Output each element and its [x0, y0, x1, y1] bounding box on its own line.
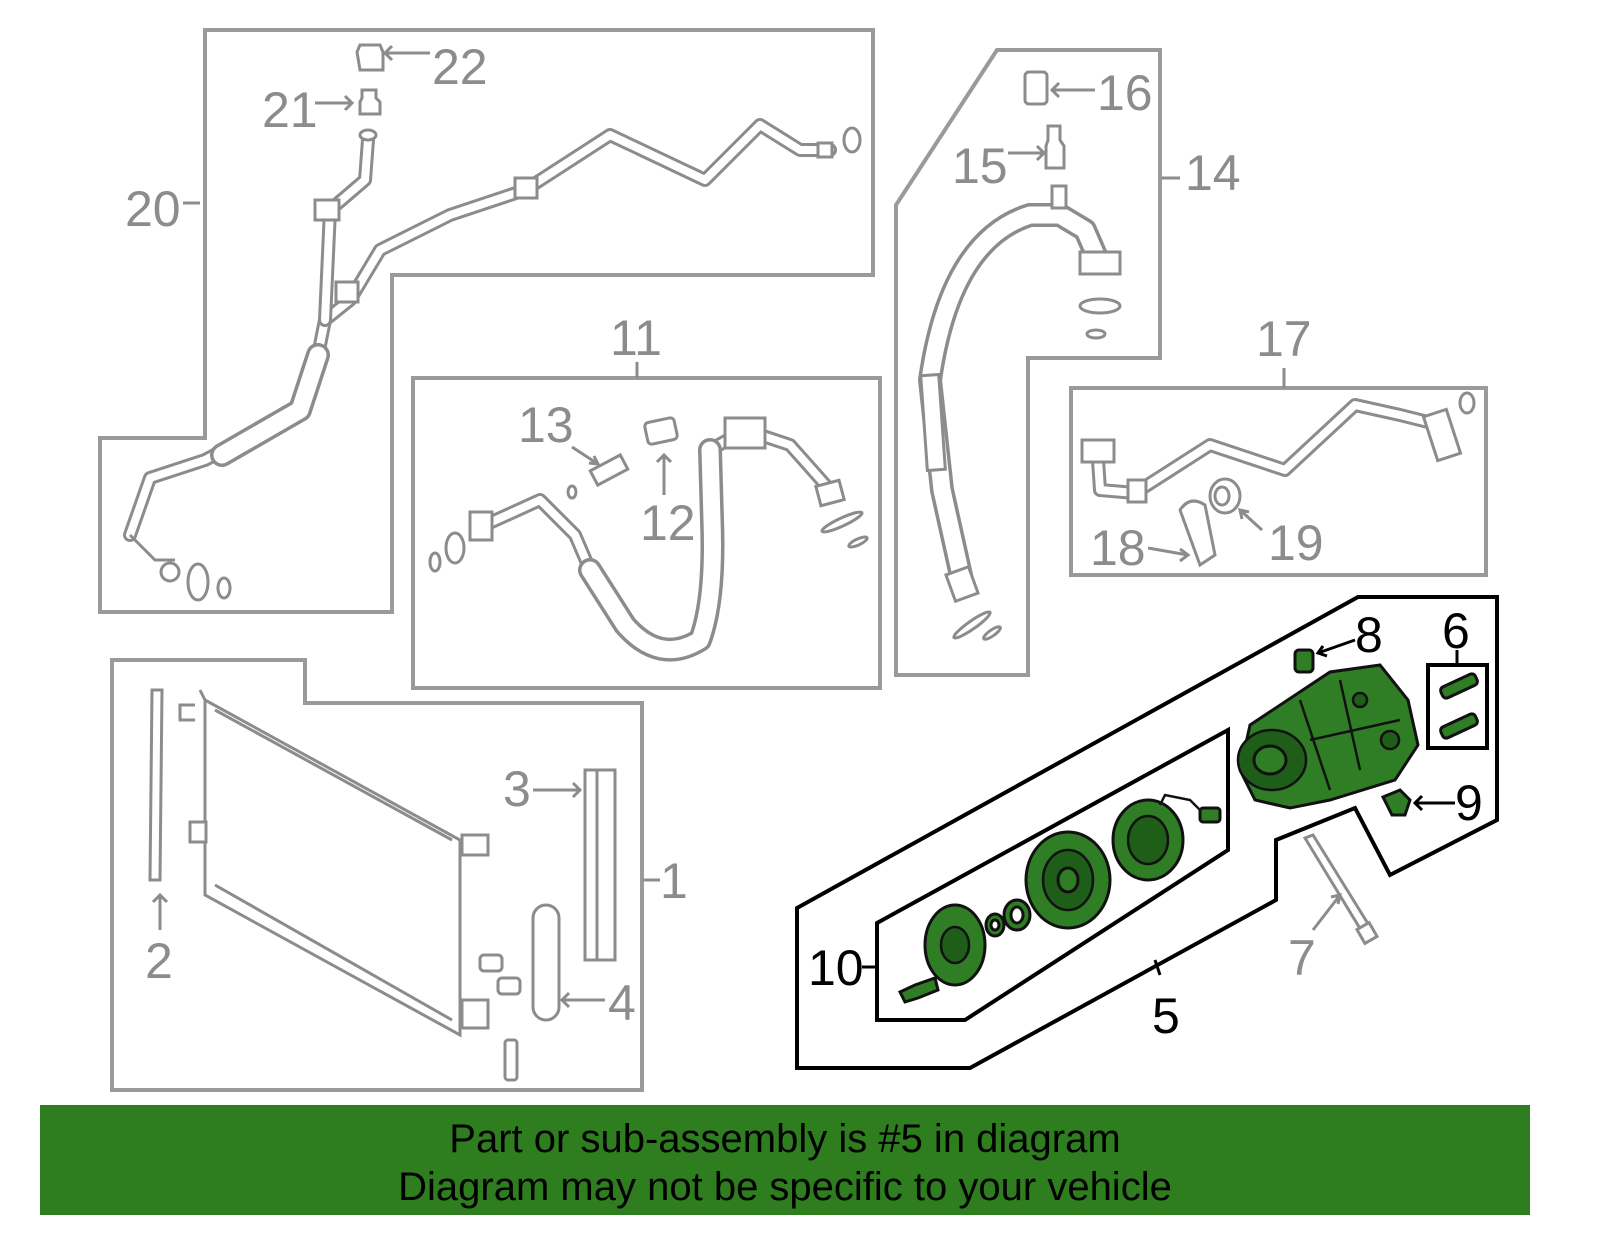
callout-19: 19: [1268, 515, 1324, 571]
banner-line-1: Part or sub-assembly is #5 in diagram: [449, 1117, 1121, 1161]
callout-11: 11: [610, 310, 662, 366]
compressor-body: [1236, 663, 1420, 810]
group-1-box: [110, 658, 644, 1092]
callout-10: 10: [808, 940, 864, 996]
callout-3: 3: [503, 761, 531, 817]
group-17-box: [1069, 386, 1488, 577]
part-18-bracket: [1178, 499, 1217, 568]
part-4-drier: [531, 903, 561, 1022]
liquid-line-tube: [123, 118, 837, 542]
group-1-condenser: [110, 658, 644, 1092]
group-10-box: [875, 726, 1230, 1022]
part-12-cap: [643, 416, 679, 446]
part-15-valve: [1044, 124, 1066, 170]
callout-2: 2: [145, 933, 173, 989]
callout-20: 20: [125, 181, 181, 237]
banner-line-2: Diagram may not be specific to your vehi…: [398, 1165, 1172, 1209]
part-7-bolt: [1302, 833, 1380, 946]
callout-13: 13: [518, 397, 574, 453]
callout-21: 21: [262, 82, 318, 138]
part-22-cap: [355, 43, 385, 72]
group-5-box: [795, 595, 1499, 1070]
leader-lines: [151, 44, 1459, 1009]
callout-8: 8: [1355, 607, 1383, 663]
part-16-cap: [1023, 70, 1049, 106]
group-14-box: [894, 48, 1162, 677]
group-14-hose: [894, 48, 1162, 677]
group-20-liquid-line: [98, 28, 875, 614]
group-5-compressor: [795, 595, 1499, 1070]
callout-16: 16: [1097, 65, 1153, 121]
callout-15: 15: [952, 138, 1008, 194]
callout-12: 12: [640, 495, 696, 551]
callout-18: 18: [1090, 520, 1146, 576]
part-2-bracket: [148, 688, 164, 882]
group-11-hose: [411, 376, 882, 690]
part-13-valve: [588, 452, 630, 488]
callout-6: 6: [1442, 603, 1470, 659]
group-17-tube: [1069, 386, 1488, 577]
callout-7: 7: [1288, 930, 1316, 986]
part-9-connector: [1380, 788, 1412, 817]
callout-9: 9: [1455, 775, 1483, 831]
part-6-stud: [1439, 712, 1479, 740]
part-8-plug: [1293, 648, 1315, 674]
part-6-stud: [1439, 672, 1479, 700]
callout-17: 17: [1256, 311, 1312, 367]
callout-22: 22: [432, 39, 488, 95]
part-10-clutch: [897, 793, 1222, 1004]
highlight-banner: Part or sub-assembly is #5 in diagram Di…: [40, 1105, 1530, 1215]
group-11-box: [411, 376, 882, 690]
part-21-valve: [358, 88, 382, 116]
callout-5: 5: [1152, 988, 1180, 1044]
callout-14: 14: [1185, 145, 1241, 201]
group-20-box: [98, 28, 875, 614]
clutch-bolt: [897, 976, 940, 1004]
callout-1: 1: [660, 853, 688, 909]
callout-4: 4: [608, 975, 636, 1031]
condenser-core: [203, 697, 462, 1038]
callout-labels: 22 21 20 11 13 12 16 15 14 17 18 19 3 2 …: [125, 39, 1483, 1044]
part-3-bracket: [583, 768, 617, 962]
